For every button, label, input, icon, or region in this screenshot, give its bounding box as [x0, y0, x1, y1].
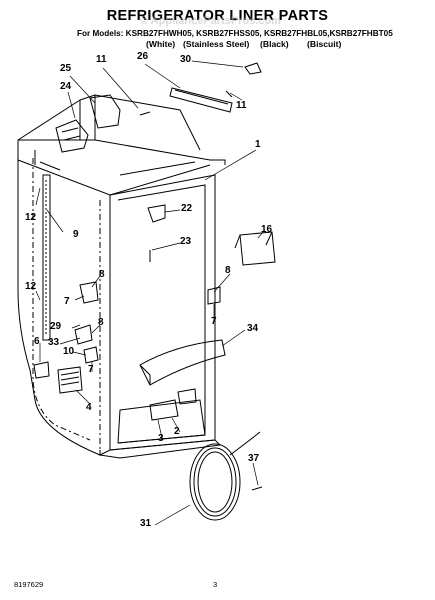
- callout-7-right: 7: [211, 316, 217, 327]
- callout-1: 1: [255, 139, 261, 150]
- callout-23: 23: [180, 236, 192, 247]
- top-bracket: [56, 95, 120, 152]
- callout-37: 37: [248, 453, 260, 464]
- clip: [245, 63, 261, 74]
- callout-8-mid: 8: [98, 317, 104, 328]
- callout-31: 31: [140, 518, 152, 529]
- bracket-22: [148, 205, 165, 222]
- callout-12-lower: 12: [25, 281, 37, 292]
- screws: [140, 91, 232, 115]
- page-number: 3: [213, 580, 218, 589]
- fitting-left-b: [75, 325, 92, 344]
- callout-24: 24: [60, 81, 72, 92]
- variant-stainless: (Stainless Steel): [183, 39, 250, 49]
- callout-22: 22: [181, 203, 193, 214]
- callout-16: 16: [261, 224, 273, 235]
- screw-37: [252, 487, 262, 490]
- callout-9: 9: [73, 229, 79, 240]
- callout-4: 4: [86, 402, 92, 413]
- fitting-left-c: [84, 347, 98, 363]
- callout-26: 26: [137, 51, 149, 62]
- callout-12-upper: 12: [25, 212, 37, 223]
- model-list: For Models: KSRB27FHWH05, KSRB27FHSS05, …: [77, 29, 393, 38]
- callout-30: 30: [180, 54, 192, 65]
- fitting-right: [208, 287, 220, 304]
- shelf-support: [240, 232, 275, 265]
- fitting-left-d: [34, 362, 49, 378]
- callout-7-bottom: 7: [88, 364, 94, 375]
- callout-6: 6: [34, 336, 40, 347]
- document-number: 8197629: [14, 580, 44, 589]
- callout-11-right: 11: [236, 100, 247, 111]
- water-tubing-coil: [190, 432, 260, 520]
- watermark: © AppliancePartsPros.com: [140, 15, 281, 27]
- callout-11-top: 11: [96, 54, 107, 65]
- mullion-strip: [43, 175, 50, 340]
- callout-25: 25: [60, 63, 72, 74]
- fitting-left-a: [80, 282, 98, 303]
- callout-2: 2: [174, 426, 180, 437]
- grille: [58, 367, 82, 393]
- liner-cabinet: [18, 95, 225, 458]
- callout-3: 3: [158, 433, 164, 444]
- variant-biscuit: (Biscuit): [307, 39, 342, 49]
- bottom-bracket: [150, 400, 178, 420]
- variant-white: (White): [146, 39, 176, 49]
- page-title: REFRIGERATOR LINER PARTS: [106, 8, 329, 24]
- callout-8-left: 8: [99, 269, 105, 280]
- top-rail: [170, 88, 232, 112]
- variant-black: (Black): [260, 39, 289, 49]
- crisper-cover: [140, 340, 225, 385]
- callout-29: 29: [50, 321, 62, 332]
- callout-10: 10: [63, 346, 75, 357]
- callout-7-left: 7: [64, 296, 70, 307]
- callout-33: 33: [48, 337, 60, 348]
- callout-34: 34: [247, 323, 259, 334]
- callout-8-right: 8: [225, 265, 231, 276]
